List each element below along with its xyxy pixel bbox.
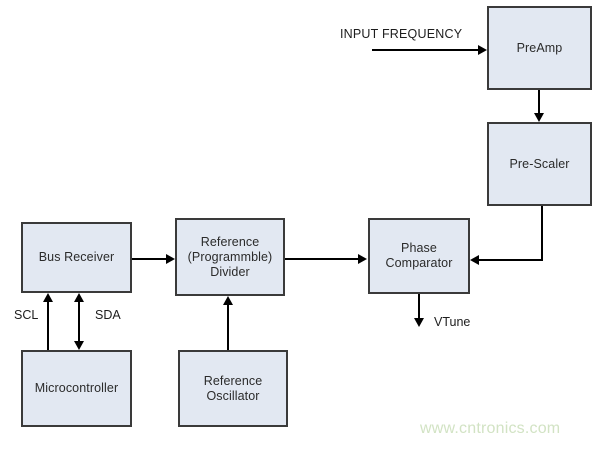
wire-input-frequency-to-preamp [372, 49, 479, 51]
arrowhead-sda-down [74, 341, 84, 350]
wire-sda [78, 301, 80, 343]
block-phase-comparator: Phase Comparator [368, 218, 470, 294]
block-microcontroller-label: Microcontroller [34, 381, 119, 395]
wire-prescaler-down [541, 206, 543, 261]
wire-reference-divider-to-phase-comparator [285, 258, 360, 260]
signal-label-vtune: VTune [434, 315, 471, 329]
wire-preamp-to-prescaler [538, 90, 540, 115]
block-prescaler: Pre-Scaler [487, 122, 592, 206]
arrowhead-vtune [414, 318, 424, 327]
arrowhead-reference-divider-to-phase-comparator [358, 254, 367, 264]
wire-bus-receiver-to-reference-divider [132, 258, 168, 260]
arrowhead-sda-up [74, 293, 84, 302]
arrowhead-prescaler-to-phase-comparator [470, 255, 479, 265]
block-reference-oscillator: Reference Oscillator [178, 350, 288, 427]
arrowhead-input-frequency-to-preamp [478, 45, 487, 55]
wire-reference-oscillator-to-divider [227, 304, 229, 350]
block-reference-divider: Reference (Programmble) Divider [175, 218, 285, 296]
block-reference-divider-label: Reference (Programmble) Divider [187, 234, 273, 279]
wire-phase-comparator-to-vtune [418, 294, 420, 320]
block-bus-receiver-label: Bus Receiver [38, 250, 115, 264]
block-phase-comparator-label: Phase Comparator [385, 241, 453, 270]
wire-prescaler-to-phase-comparator [479, 259, 543, 261]
arrowhead-preamp-to-prescaler [534, 113, 544, 122]
signal-label-sda: SDA [95, 308, 121, 322]
signal-label-input-frequency: INPUT FREQUENCY [340, 27, 463, 41]
watermark-text: www.cntronics.com [420, 420, 561, 437]
arrowhead-scl-up [43, 293, 53, 302]
block-bus-receiver: Bus Receiver [21, 222, 132, 293]
block-preamp: PreAmp [487, 6, 592, 90]
block-reference-oscillator-label: Reference Oscillator [203, 373, 263, 403]
arrowhead-bus-receiver-to-reference-divider [166, 254, 175, 264]
arrowhead-reference-oscillator-to-divider [223, 296, 233, 305]
block-prescaler-label: Pre-Scaler [509, 156, 570, 171]
block-microcontroller: Microcontroller [21, 350, 132, 427]
wire-scl [47, 301, 49, 350]
signal-label-scl: SCL [14, 308, 39, 322]
block-preamp-label: PreAmp [516, 40, 563, 55]
